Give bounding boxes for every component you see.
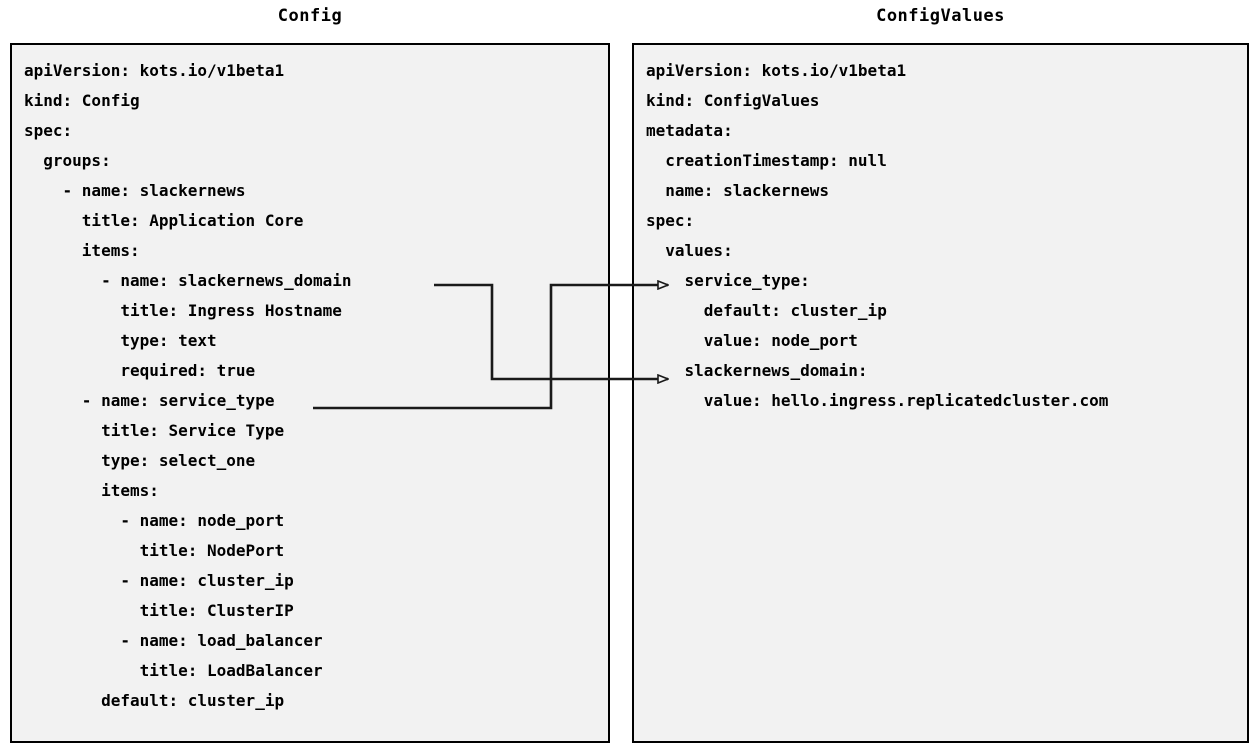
configvalues-yaml-line: name: slackernews — [646, 181, 830, 200]
config-yaml-line: - name: node_port — [24, 511, 285, 530]
configvalues-yaml-line: value: node_port — [646, 331, 858, 350]
config-yaml-line: title: Ingress Hostname — [24, 301, 342, 320]
config-yaml-line: - name: load_balancer — [24, 631, 323, 650]
config-yaml-line: type: text — [24, 331, 217, 350]
config-yaml-line: - name: cluster_ip — [24, 571, 294, 590]
configvalues-yaml-line: service_type: — [646, 271, 810, 290]
config-yaml-line: apiVersion: kots.io/v1beta1 — [24, 61, 285, 80]
config-yaml-line: title: LoadBalancer — [24, 661, 323, 680]
page-title-config: Config — [277, 6, 343, 26]
configvalues-yaml-line: spec: — [646, 211, 695, 230]
config-yaml-line: title: Service Type — [24, 421, 285, 440]
configvalues-yaml-line: values: — [646, 241, 733, 260]
config-panel: apiVersion: kots.io/v1beta1 kind: Config s… — [10, 43, 610, 743]
config-yaml-line: title: Application Core — [24, 211, 304, 230]
configvalues-panel: apiVersion: kots.io/v1beta1 kind: ConfigV… — [632, 43, 1249, 743]
config-yaml-line: - name: service_type — [24, 391, 275, 410]
config-yaml-line: kind: Config — [24, 91, 140, 110]
config-yaml-line: - name: slackernews — [24, 181, 246, 200]
config-yaml-line: spec: — [24, 121, 73, 140]
config-yaml-line: required: true — [24, 361, 256, 380]
config-yaml-line: groups: — [24, 151, 111, 170]
configvalues-yaml-line: metadata: — [646, 121, 733, 140]
config-yaml-block: apiVersion: kots.io/v1beta1 kind: Config s… — [24, 56, 352, 716]
config-yaml-line: title: NodePort — [24, 541, 285, 560]
configvalues-yaml-line: slackernews_domain: — [646, 361, 868, 380]
configvalues-yaml-line: value: hello.ingress.replicatedcluster.c… — [646, 391, 1109, 410]
config-yaml-line: title: ClusterIP — [24, 601, 294, 620]
config-yaml-line: default: cluster_ip — [24, 691, 285, 710]
configvalues-yaml-line: kind: ConfigValues — [646, 91, 820, 110]
configvalues-yaml-line: creationTimestamp: null — [646, 151, 887, 170]
page-title-configvalues: ConfigValues — [876, 6, 1005, 26]
config-yaml-line: items: — [24, 241, 140, 260]
config-yaml-line: type: select_one — [24, 451, 256, 470]
configvalues-yaml-line: default: cluster_ip — [646, 301, 887, 320]
configvalues-yaml-line: apiVersion: kots.io/v1beta1 — [646, 61, 907, 80]
configvalues-yaml-block: apiVersion: kots.io/v1beta1 kind: ConfigV… — [646, 56, 1108, 416]
config-yaml-line: items: — [24, 481, 159, 500]
config-yaml-line: - name: slackernews_domain — [24, 271, 352, 290]
